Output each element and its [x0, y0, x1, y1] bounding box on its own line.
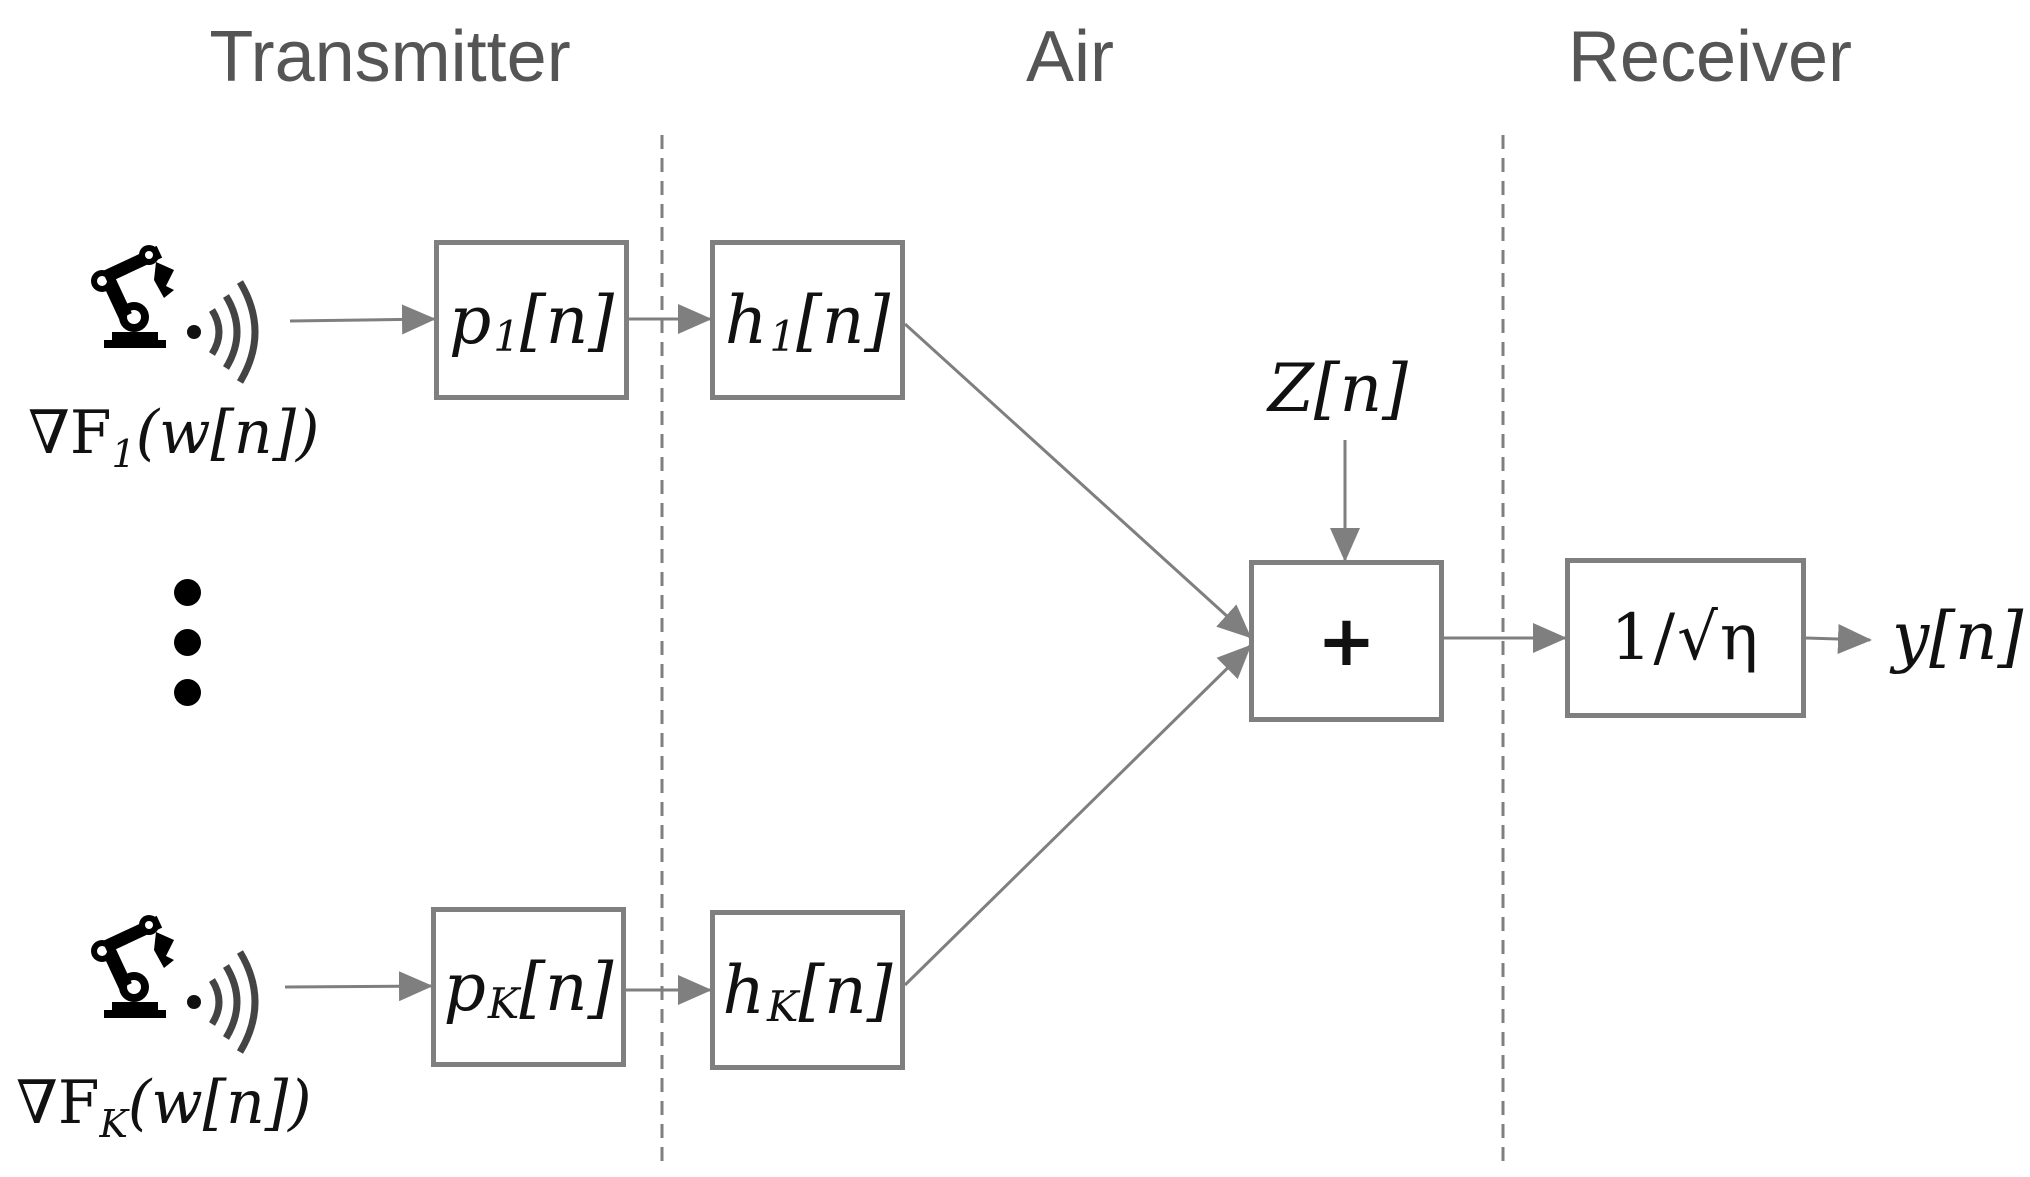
ellipsis-dot: [174, 629, 201, 656]
block-symbol: p: [449, 281, 492, 359]
block-argument: [n]: [519, 948, 614, 1026]
block-symbol: p: [443, 948, 486, 1026]
gradient-argument: (w[n]): [135, 398, 320, 468]
output-symbol: y: [1892, 598, 1930, 675]
gradient-subscript: K: [99, 1102, 128, 1146]
block-argument: [n]: [796, 281, 891, 359]
gradient-argument: (w[n]): [127, 1068, 312, 1138]
noise-symbol: Z: [1268, 350, 1314, 427]
gradient-label-K: ∇FK(w[n]): [16, 1068, 312, 1146]
normalization-label: 1/√η: [1610, 601, 1761, 675]
section-title-receiver: Receiver: [1567, 17, 1853, 97]
gradient-prefix: ∇F: [16, 1068, 100, 1138]
section-title-air: Air: [1026, 17, 1114, 97]
block-subscript: K: [767, 981, 799, 1031]
output-label: y[n]: [1892, 598, 2023, 675]
ellipsis-dot: [174, 579, 201, 606]
block-symbol: h: [724, 281, 768, 359]
noise-argument: [n]: [1313, 350, 1408, 427]
summation-block: +: [1249, 560, 1444, 722]
ellipsis-dots: [174, 579, 201, 729]
output-argument: [n]: [1929, 598, 2024, 675]
block-symbol: h: [722, 951, 766, 1029]
gradient-subscript: 1: [111, 432, 136, 476]
block-subscript: K: [487, 978, 520, 1028]
block-argument: [n]: [798, 951, 893, 1029]
robot-arm-wireless-icon: [84, 910, 274, 1060]
arrow-device1-to-p1: [289, 304, 436, 335]
block-argument: [n]: [519, 281, 614, 359]
robot-arm-wireless-icon: [84, 240, 274, 390]
arrow-hK-to-sum: [903, 644, 1252, 987]
arrow-deviceK-to-pK: [284, 971, 433, 1002]
section-title-transmitter: Transmitter: [209, 17, 571, 97]
arrow-h1-to-sum: [903, 322, 1252, 639]
normalization-block: 1/√η: [1565, 558, 1806, 718]
arrow-norm-to-output: [1805, 624, 1872, 654]
plus-symbol: +: [1317, 600, 1376, 682]
gradient-prefix: ∇F: [28, 398, 112, 468]
block-subscript: 1: [493, 311, 520, 361]
noise-label: Z[n]: [1268, 350, 1408, 427]
gradient-label-1: ∇F1(w[n]): [28, 398, 320, 476]
block-subscript: 1: [769, 311, 797, 361]
ellipsis-dot: [174, 679, 201, 706]
